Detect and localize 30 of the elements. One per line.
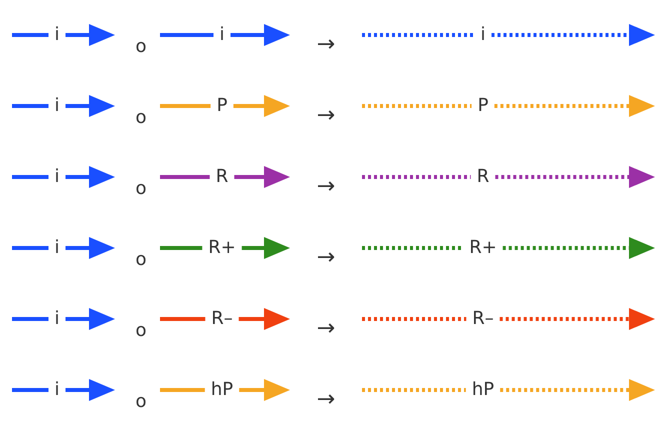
arrow-label: R [216,168,228,186]
arrow-label: i [54,381,60,399]
composition-symbol: o [136,322,146,340]
arrow-label: hP [472,381,494,399]
result-symbol: → [316,389,336,411]
arrow-label: i [54,168,60,186]
arrow-label: i [220,26,224,44]
arrow-label: i [54,26,60,44]
composition-symbol: o [136,393,146,411]
arrow-label: i [54,239,60,257]
result-symbol: → [316,176,336,198]
arrow-label: R+ [208,239,236,257]
result-symbol: → [316,105,336,127]
composition-symbol: o [136,251,146,269]
arrow-label: R– [211,310,233,328]
arrow-label: hP [210,381,234,399]
result-symbol: → [316,34,336,56]
arrow-label: P [478,97,488,115]
arrow-label: i [480,26,486,44]
composition-symbol: o [136,38,146,56]
arrow-label: i [54,310,60,328]
arrow-label: R+ [469,239,497,257]
result-symbol: → [316,247,336,269]
arrow-label: P [216,97,228,115]
composition-symbol: o [136,109,146,127]
arrow-label: i [54,97,60,115]
arrow-label: R– [472,310,494,328]
composition-symbol: o [136,180,146,198]
result-symbol: → [316,318,336,340]
arrow-label: R [476,168,490,186]
